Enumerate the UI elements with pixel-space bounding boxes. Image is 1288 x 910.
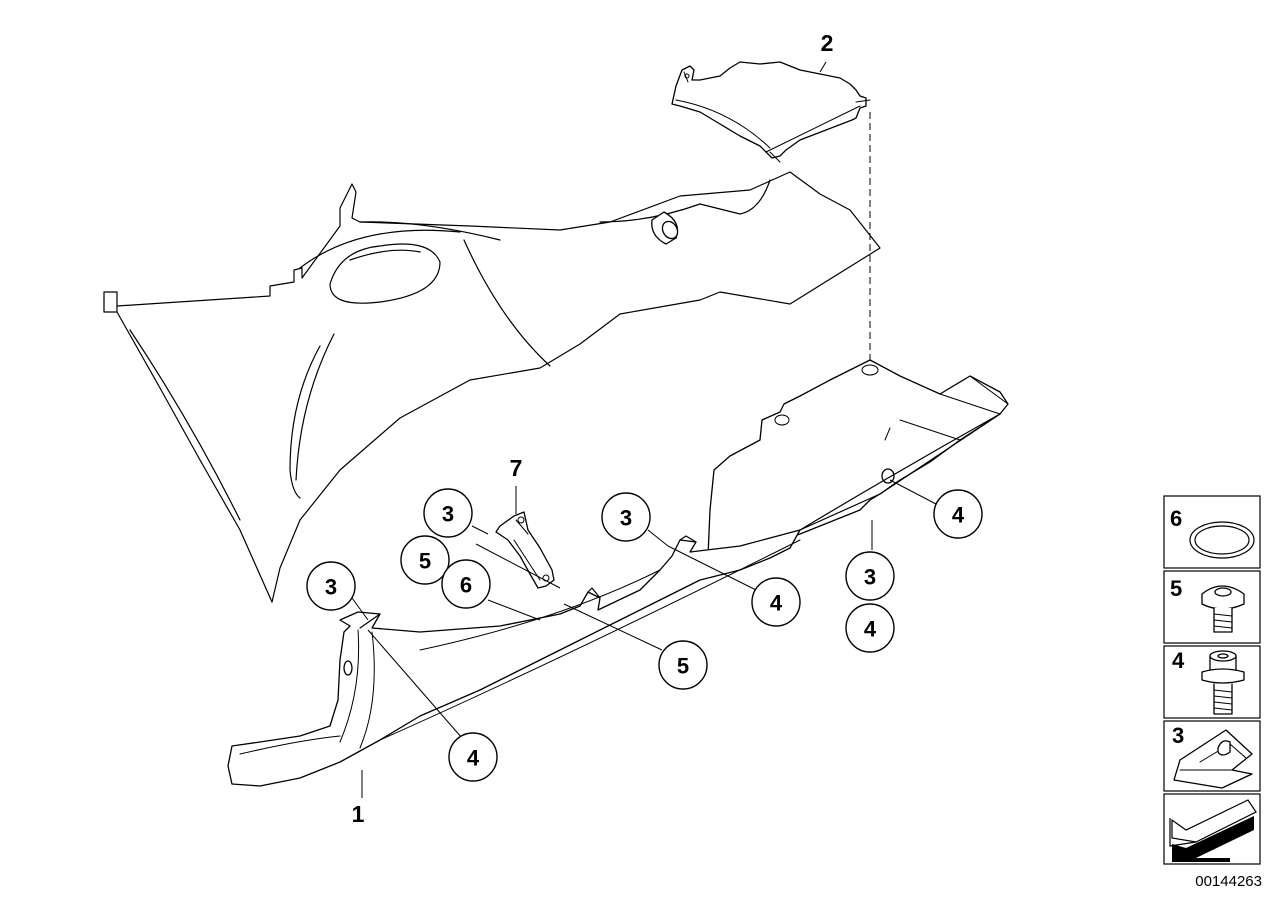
diagram-id: 00144263 bbox=[1195, 873, 1262, 890]
dashboard-outline bbox=[103, 171, 881, 603]
callout-4-left: 4 bbox=[448, 732, 498, 782]
svg-text:3: 3 bbox=[325, 575, 337, 600]
svg-text:3: 3 bbox=[864, 565, 876, 590]
callout-3-right: 3 bbox=[845, 551, 895, 601]
label-part-7: 7 bbox=[510, 455, 523, 481]
callout-4-center: 4 bbox=[751, 577, 801, 627]
svg-text:3: 3 bbox=[442, 502, 454, 527]
svg-text:5: 5 bbox=[419, 549, 431, 574]
label-part-2: 2 bbox=[821, 30, 834, 56]
clip-nut-icon bbox=[1173, 729, 1253, 789]
callout-4-right-top: 4 bbox=[933, 489, 983, 539]
svg-text:3: 3 bbox=[1172, 723, 1184, 748]
legend-item-4: 4 bbox=[1163, 645, 1261, 719]
leader-lines bbox=[351, 61, 937, 798]
svg-text:6: 6 bbox=[1170, 506, 1182, 531]
label-part-1: 1 bbox=[352, 801, 365, 827]
button-head-screw-icon bbox=[1201, 585, 1245, 633]
svg-text:6: 6 bbox=[460, 573, 472, 598]
svg-text:4: 4 bbox=[864, 617, 877, 642]
legend-item-5: 5 bbox=[1163, 570, 1261, 644]
duct-panel bbox=[707, 359, 1009, 557]
bracket-part-7 bbox=[495, 511, 555, 589]
legend-item-6: 6 bbox=[1163, 495, 1261, 569]
callout-6-mid: 6 bbox=[441, 559, 491, 609]
svg-text:5: 5 bbox=[677, 654, 689, 679]
legend-item-3: 3 bbox=[1163, 720, 1261, 792]
callout-3-mid: 3 bbox=[423, 488, 473, 538]
svg-text:5: 5 bbox=[1170, 576, 1182, 601]
o-ring-icon bbox=[1189, 521, 1255, 559]
callout-3-left: 3 bbox=[306, 561, 356, 611]
cover-plate-part-2 bbox=[671, 61, 871, 163]
callout-5-lower: 5 bbox=[658, 640, 708, 690]
svg-text:4: 4 bbox=[1172, 648, 1185, 673]
svg-text:3: 3 bbox=[620, 506, 632, 531]
callout-3-center: 3 bbox=[601, 492, 651, 542]
svg-text:4: 4 bbox=[770, 591, 783, 616]
callout-5-mid: 5 bbox=[400, 535, 450, 585]
svg-text:4: 4 bbox=[467, 746, 480, 771]
svg-text:4: 4 bbox=[952, 503, 965, 528]
direction-arrow-icon bbox=[1169, 799, 1257, 862]
lower-trim-panel-part-1 bbox=[227, 413, 1001, 787]
hardware-legend: 6 5 4 bbox=[1163, 495, 1261, 865]
callout-4-right-low: 4 bbox=[845, 603, 895, 653]
flange-bolt-icon bbox=[1201, 650, 1245, 715]
legend-arrow-box bbox=[1163, 793, 1261, 865]
